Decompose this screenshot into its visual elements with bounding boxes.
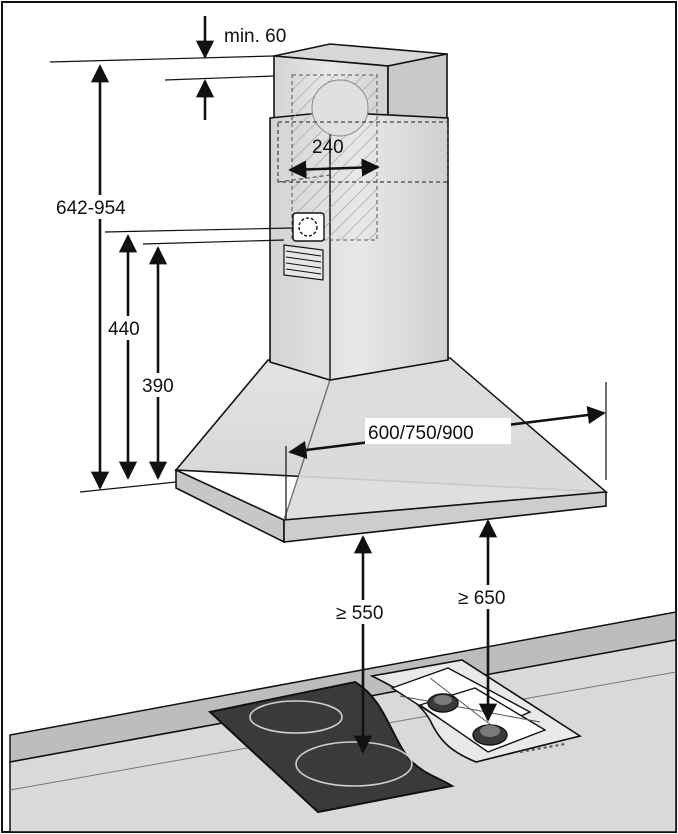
cooking-zone bbox=[249, 700, 343, 734]
hood-chimney bbox=[269, 43, 449, 381]
vent-grille bbox=[283, 244, 324, 281]
label-hood-width: 600/750/900 bbox=[368, 423, 474, 444]
label-bracket-height: 440 bbox=[108, 319, 140, 340]
mounting-bracket bbox=[292, 212, 325, 242]
reference-lines bbox=[49, 55, 607, 493]
label-electric-clearance: ≥ 550 bbox=[336, 603, 383, 624]
label-overall-height: 642-954 bbox=[56, 198, 126, 219]
hood-canopy bbox=[174, 357, 609, 544]
dimension-labels: min. 60 642-954 240 440 390 600/750/900 … bbox=[54, 22, 522, 624]
bracket-screw-icon bbox=[298, 217, 318, 237]
label-min-clearance: min. 60 bbox=[224, 26, 286, 47]
label-gas-clearance: ≥ 650 bbox=[458, 588, 505, 609]
label-vent-height: 390 bbox=[142, 376, 174, 397]
duct-width-arrow bbox=[288, 158, 380, 179]
label-duct-width: 240 bbox=[312, 137, 344, 158]
gas-hob bbox=[369, 659, 582, 763]
